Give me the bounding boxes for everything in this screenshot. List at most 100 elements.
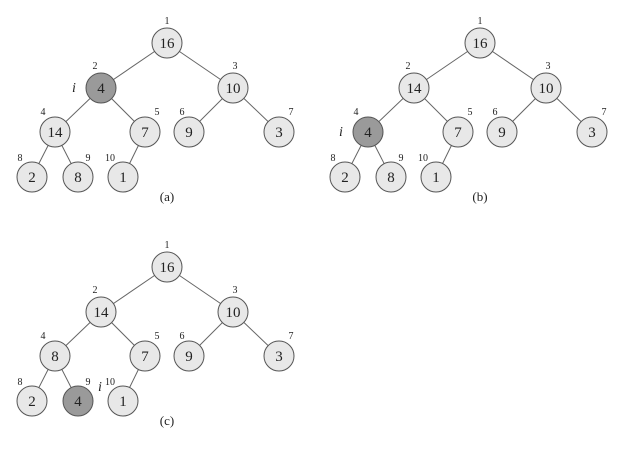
panel-caption: (a) xyxy=(160,189,174,204)
node-value: 7 xyxy=(141,349,149,365)
node-value: 3 xyxy=(588,125,596,141)
node-circle xyxy=(486,116,518,148)
node-circle xyxy=(62,161,94,193)
node-circle xyxy=(129,116,161,148)
heap-node: 89 xyxy=(375,153,407,193)
highlighted-node-circle xyxy=(352,116,384,148)
heap-node: 16 1 xyxy=(464,16,496,59)
node-circle xyxy=(420,161,452,193)
node-value: 9 xyxy=(185,125,193,141)
heap-node: 75 xyxy=(442,107,474,148)
node-value: 3 xyxy=(275,125,283,141)
node-circle xyxy=(173,340,205,372)
heap-node: 96 xyxy=(173,331,205,372)
node-index-label: 5 xyxy=(155,331,160,342)
node-value: 10 xyxy=(539,81,554,97)
node-value: 9 xyxy=(185,349,193,365)
heap-node: 10 3 xyxy=(217,61,249,104)
node-index-label: 6 xyxy=(180,107,185,118)
node-value: 4 xyxy=(74,394,82,410)
heap-node: 37 xyxy=(263,107,295,148)
heap-node: 75 xyxy=(129,107,161,148)
node-value: 1 xyxy=(119,170,127,186)
node-value: 14 xyxy=(48,125,64,141)
node-circle xyxy=(217,72,249,104)
node-value: 16 xyxy=(473,36,489,52)
heap-node: 142 xyxy=(85,285,117,328)
highlighted-node-circle xyxy=(85,72,117,104)
node-value: 7 xyxy=(141,125,149,141)
heap-node: 1 10 xyxy=(105,153,139,193)
heap-node: 10 3 xyxy=(217,285,249,328)
node-circle xyxy=(530,72,562,104)
node-value: 3 xyxy=(275,349,283,365)
heap-node: 42 xyxy=(85,61,117,104)
heap-node: 75 xyxy=(129,331,161,372)
highlighted-node-circle xyxy=(62,385,94,417)
node-index-label: 3 xyxy=(233,285,238,296)
node-circle xyxy=(16,161,48,193)
node-value: 1 xyxy=(432,170,440,186)
node-circle xyxy=(151,251,183,283)
node-index-label: 4 xyxy=(41,331,46,342)
node-index-label: 10 xyxy=(105,153,115,164)
heap-node: 28 xyxy=(16,377,48,417)
node-value: 7 xyxy=(454,125,462,141)
node-value: 14 xyxy=(407,81,423,97)
heap-node: 28 xyxy=(329,153,361,193)
node-circle xyxy=(217,296,249,328)
node-index-label: 6 xyxy=(493,107,498,118)
node-circle xyxy=(576,116,608,148)
heap-node: 89 xyxy=(62,153,94,193)
node-value: 14 xyxy=(94,305,110,321)
node-index-label: 7 xyxy=(289,107,294,118)
panel-caption: (c) xyxy=(160,413,174,428)
heap-node: 37 xyxy=(263,331,295,372)
node-value: 1 xyxy=(119,394,127,410)
node-index-label: 4 xyxy=(354,107,359,118)
heap-node: 1 10 xyxy=(418,153,452,193)
node-index-label: 9 xyxy=(86,153,91,164)
node-circle xyxy=(329,161,361,193)
node-value: 10 xyxy=(226,305,241,321)
heap-node: 96 xyxy=(486,107,518,148)
pointer-label: i xyxy=(72,81,76,96)
heap-node: 110 xyxy=(105,377,139,417)
node-circle xyxy=(263,340,295,372)
node-circle xyxy=(39,340,71,372)
node-value: 4 xyxy=(97,81,105,97)
pointer-label: i xyxy=(98,380,102,395)
node-circle xyxy=(173,116,205,148)
node-circle xyxy=(398,72,430,104)
heap-node: 28 xyxy=(16,153,48,193)
node-circle xyxy=(129,340,161,372)
node-index-label: 8 xyxy=(18,377,23,388)
heap-node: 14 2 xyxy=(398,61,430,104)
node-value: 8 xyxy=(74,170,82,186)
panel-caption: (b) xyxy=(472,189,487,204)
heap-node: 161 xyxy=(151,240,183,283)
node-index-label: 1 xyxy=(478,16,483,27)
node-index-label: 1 xyxy=(165,240,170,251)
node-value: 16 xyxy=(160,36,176,52)
node-circle xyxy=(85,296,117,328)
node-index-label: 9 xyxy=(86,377,91,388)
node-index-label: 9 xyxy=(399,153,404,164)
node-index-label: 7 xyxy=(602,107,607,118)
node-index-label: 10 xyxy=(418,153,428,164)
node-index-label: 8 xyxy=(18,153,23,164)
heap-node: 84 xyxy=(39,331,71,372)
heap-node: 37 xyxy=(576,107,608,148)
node-index-label: 2 xyxy=(406,61,411,72)
node-value: 2 xyxy=(341,170,349,186)
heap-node: 144 xyxy=(39,107,71,148)
node-value: 4 xyxy=(364,125,372,141)
heap-node: 49 xyxy=(62,377,94,417)
node-circle xyxy=(442,116,474,148)
node-index-label: 3 xyxy=(233,61,238,72)
node-value: 2 xyxy=(28,170,36,186)
node-value: 10 xyxy=(226,81,241,97)
